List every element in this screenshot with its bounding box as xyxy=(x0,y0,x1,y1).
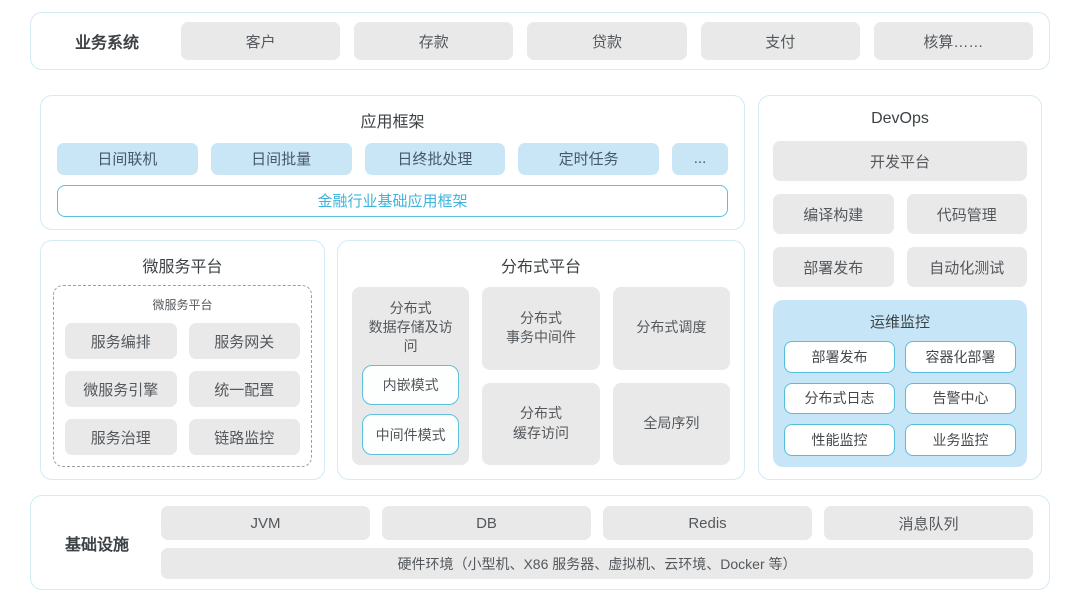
module-scheduled-tasks: 定时任务 xyxy=(518,143,659,175)
base-framework-block: 金融行业基础应用框架 xyxy=(57,184,728,217)
business-block-payment: 支付 xyxy=(700,22,860,60)
platform-area: 应用框架 日间联机 日间批量 日终批处理 定时任务 ... 金融行业基础应用框架… xyxy=(40,95,1042,480)
module-eod-batch: 日终批处理 xyxy=(364,143,506,175)
distributed-platform-section: 分布式平台 分布式 数据存储及访问 内嵌模式 中间件模式 分布式 事务中间件 分… xyxy=(337,240,745,480)
code-management-block: 代码管理 xyxy=(906,194,1027,234)
mon-performance-monitoring: 性能监控 xyxy=(784,424,895,456)
infra-message-queue-block: 消息队列 xyxy=(824,506,1033,540)
automated-testing-block: 自动化测试 xyxy=(906,247,1027,287)
app-framework-section: 应用框架 日间联机 日间批量 日终批处理 定时任务 ... 金融行业基础应用框架 xyxy=(40,95,745,230)
mon-alert-center: 告警中心 xyxy=(905,382,1016,415)
middleware-mode-block: 中间件模式 xyxy=(362,414,460,456)
ops-monitoring-panel: 运维监控 部署发布 容器化部署 分布式日志 告警中心 性能监控 业务监控 xyxy=(773,300,1027,467)
infrastructure-label: 基础设施 xyxy=(64,536,129,554)
microservice-platform-section: 微服务平台 微服务平台 服务编排 服务网关 微服务引擎 统一配置 服务治理 链路… xyxy=(40,240,325,480)
business-block-loan: 贷款 xyxy=(527,22,687,60)
infrastructure-section: 基础设施 JVM DB Redis 消息队列 硬件环境（小型机、X86 服务器、… xyxy=(30,495,1050,590)
microservice-inner-title: 微服务平台 xyxy=(152,298,213,312)
app-framework-title: 应用框架 xyxy=(360,114,425,131)
distributed-scheduling-block: 分布式调度 xyxy=(612,287,730,370)
microservice-grid: 服务编排 服务网关 微服务引擎 统一配置 服务治理 链路监控 xyxy=(65,323,300,455)
devops-title: DevOps xyxy=(871,110,929,127)
infra-jvm-block: JVM xyxy=(161,506,370,540)
infrastructure-row: JVM DB Redis 消息队列 xyxy=(161,506,1033,540)
ms-service-governance: 服务治理 xyxy=(65,419,177,455)
ms-service-orchestration: 服务编排 xyxy=(65,323,177,359)
embedded-mode-block: 内嵌模式 xyxy=(362,364,460,406)
devops-section: DevOps 开发平台 编译构建 代码管理 部署发布 自动化测试 运维监控 部署… xyxy=(758,95,1042,480)
mon-containerized-deploy: 容器化部署 xyxy=(905,341,1016,373)
business-block-customer: 客户 xyxy=(181,22,341,60)
ms-unified-config: 统一配置 xyxy=(188,371,300,407)
app-framework-modules: 日间联机 日间批量 日终批处理 定时任务 ... xyxy=(57,143,728,175)
ops-monitoring-grid: 部署发布 容器化部署 分布式日志 告警中心 性能监控 业务监控 xyxy=(784,341,1016,456)
ms-microservice-engine: 微服务引擎 xyxy=(65,371,177,407)
distributed-data-storage-label: 分布式 数据存储及访问 xyxy=(368,300,453,354)
ms-trace-monitoring: 链路监控 xyxy=(188,419,300,455)
business-systems-label: 业务系统 xyxy=(74,35,139,52)
microservice-platform-title: 微服务平台 xyxy=(142,259,223,276)
platform-left-column: 应用框架 日间联机 日间批量 日终批处理 定时任务 ... 金融行业基础应用框架… xyxy=(40,95,745,480)
hardware-environment-block: 硬件环境（小型机、X86 服务器、虚拟机、云环境、Docker 等） xyxy=(161,548,1033,579)
module-daytime-online: 日间联机 xyxy=(57,143,198,175)
business-block-accounting: 核算…… xyxy=(873,22,1034,60)
business-block-deposit: 存款 xyxy=(354,22,514,60)
distributed-transaction-middleware-block: 分布式 事务中间件 xyxy=(482,287,600,370)
distributed-grid: 分布式 数据存储及访问 内嵌模式 中间件模式 分布式 事务中间件 分布式调度 分… xyxy=(352,287,730,465)
microservice-inner-box: 微服务平台 服务编排 服务网关 微服务引擎 统一配置 服务治理 链路监控 xyxy=(53,285,312,467)
mon-deploy-release: 部署发布 xyxy=(784,341,895,373)
mon-distributed-logs: 分布式日志 xyxy=(784,382,895,415)
global-sequence-block: 全局序列 xyxy=(612,382,730,465)
business-systems-section: 业务系统 客户 存款 贷款 支付 核算…… xyxy=(30,12,1050,70)
ms-service-gateway: 服务网关 xyxy=(188,323,300,359)
distributed-data-storage-block: 分布式 数据存储及访问 内嵌模式 中间件模式 xyxy=(352,287,470,465)
distributed-cache-access-block: 分布式 缓存访问 xyxy=(482,382,600,465)
platform-lower-row: 微服务平台 微服务平台 服务编排 服务网关 微服务引擎 统一配置 服务治理 链路… xyxy=(40,240,745,480)
devops-tools-grid: 编译构建 代码管理 部署发布 自动化测试 xyxy=(773,194,1027,287)
compile-build-block: 编译构建 xyxy=(773,194,894,234)
deploy-release-block: 部署发布 xyxy=(773,247,894,287)
ops-monitoring-title: 运维监控 xyxy=(869,314,930,331)
dev-platform-block: 开发平台 xyxy=(773,141,1027,181)
module-more: ... xyxy=(672,143,728,175)
infra-db-block: DB xyxy=(382,506,591,540)
module-daytime-batch: 日间批量 xyxy=(210,143,352,175)
infrastructure-content: JVM DB Redis 消息队列 硬件环境（小型机、X86 服务器、虚拟机、云… xyxy=(161,506,1033,579)
infra-redis-block: Redis xyxy=(603,506,812,540)
distributed-platform-title: 分布式平台 xyxy=(500,259,581,276)
mon-business-monitoring: 业务监控 xyxy=(905,424,1016,456)
